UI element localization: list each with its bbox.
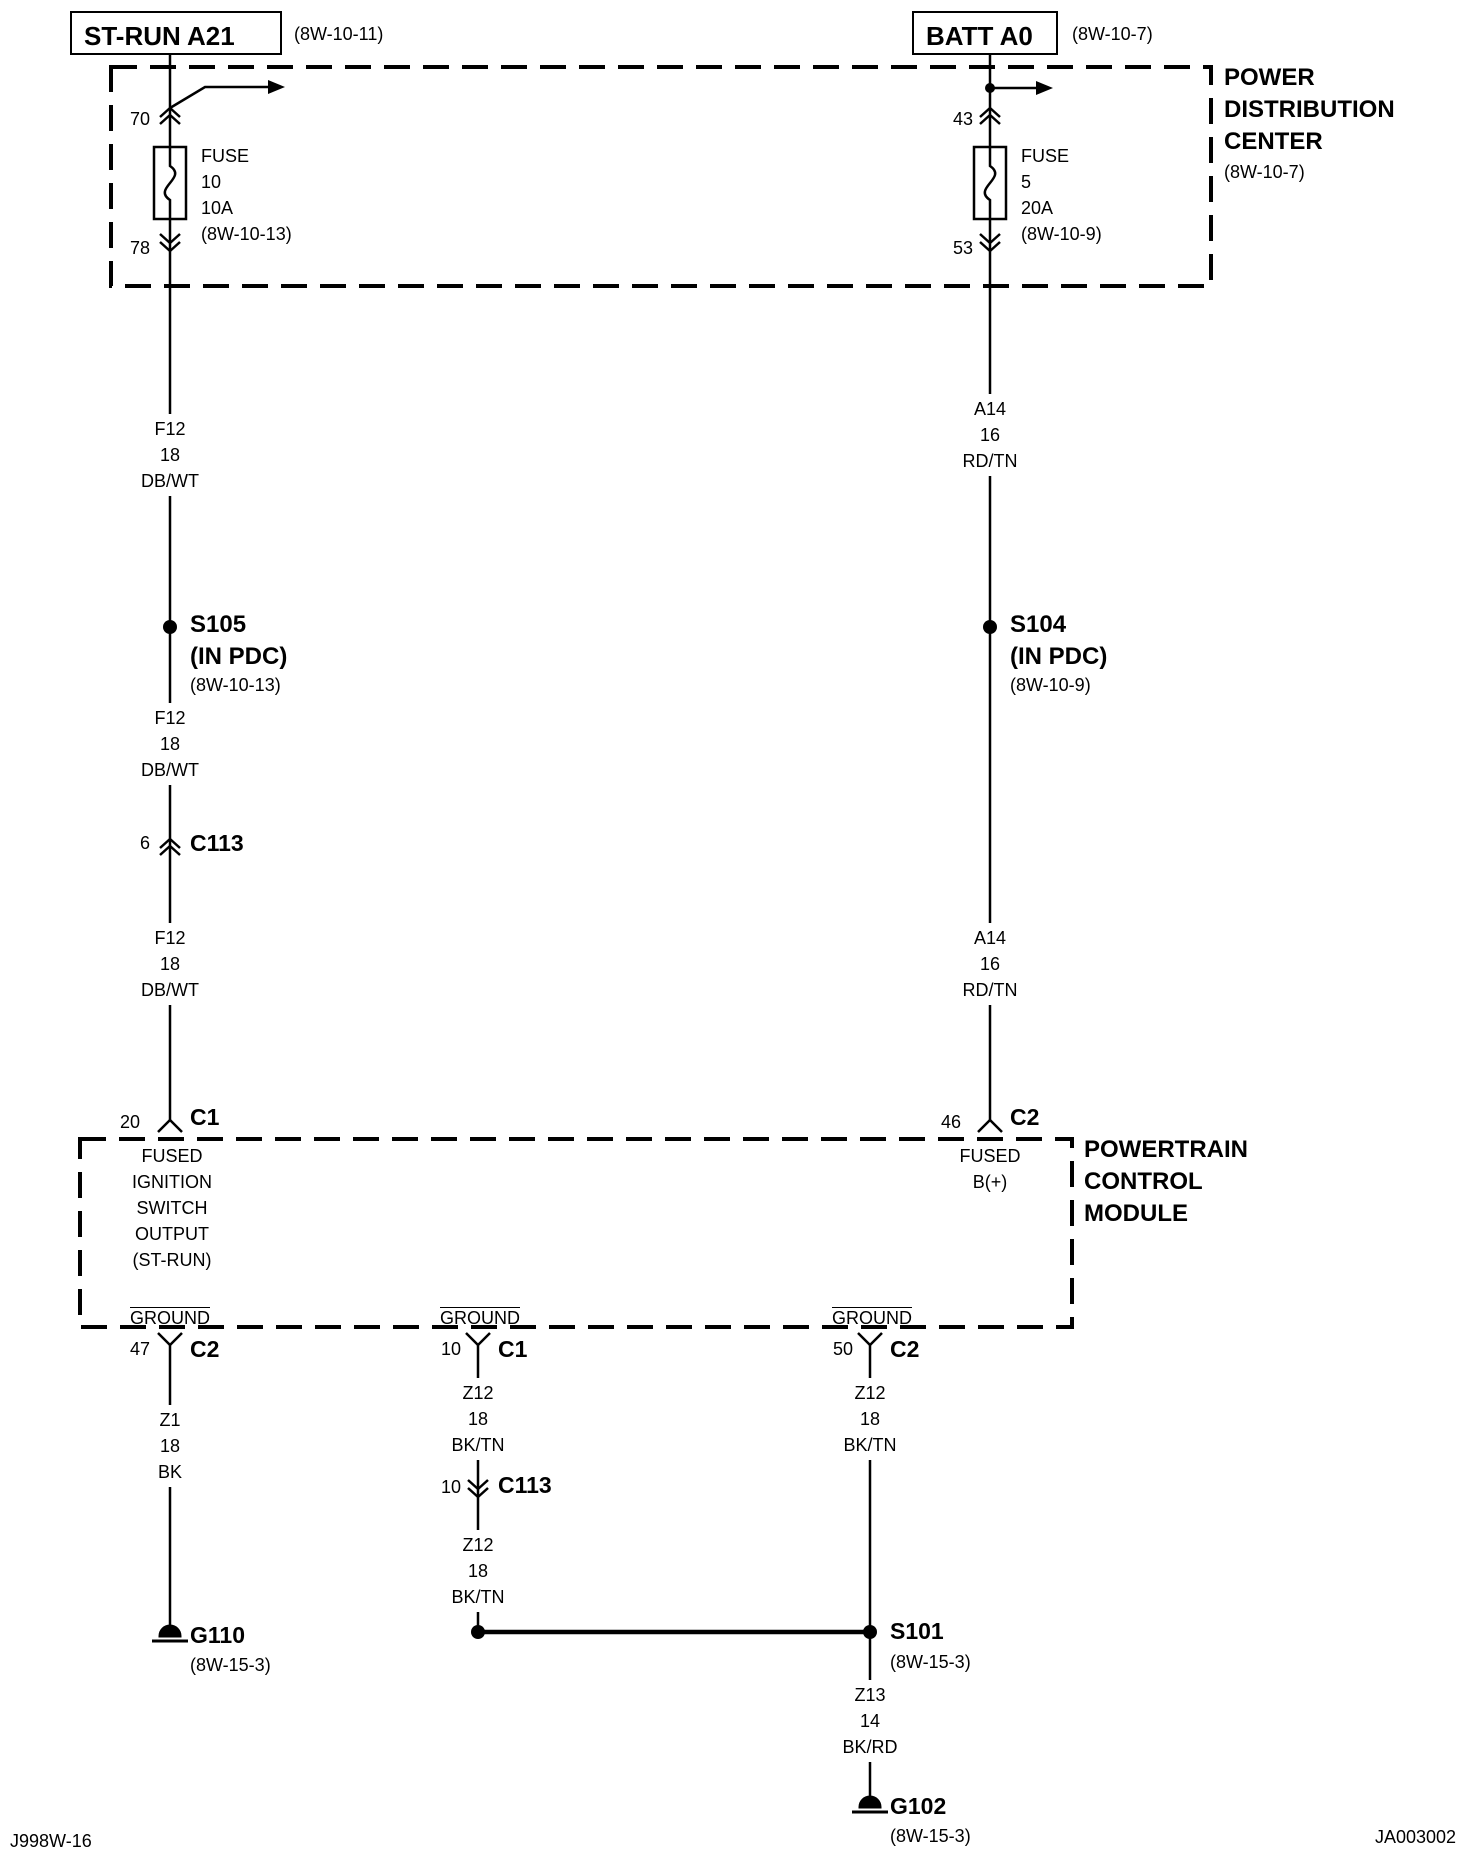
splice-arrow-left bbox=[169, 85, 272, 110]
pcm-ground-pin-47: 47 bbox=[130, 1339, 151, 1359]
fuse-5-pin-in: 43 bbox=[953, 109, 974, 129]
terminal-78 bbox=[159, 233, 181, 245]
source-st-run-ref: (8W-10-11) bbox=[294, 24, 384, 44]
ground-bus-junction bbox=[471, 1625, 485, 1639]
c113-top-pin: 6 bbox=[140, 833, 151, 853]
splice-s105-label: S105(IN PDC) bbox=[190, 611, 288, 670]
pcm-c1-pin-20: 20 bbox=[120, 1112, 141, 1132]
ground-g102-ref: (8W-15-3) bbox=[890, 1826, 971, 1846]
pcm-box bbox=[78, 1137, 1074, 1329]
junction-dot-right bbox=[985, 83, 995, 93]
terminal-c2-46 bbox=[977, 1118, 1003, 1133]
splice-s104-label: S104(IN PDC) bbox=[1010, 611, 1108, 670]
pcm-ground-conn-c1: C1 bbox=[498, 1336, 528, 1362]
ground-g110-symbol bbox=[158, 1624, 182, 1638]
fuse-10-element bbox=[163, 147, 177, 219]
fuse-10-pin-in: 70 bbox=[130, 109, 151, 129]
splice-s101-label: S101 bbox=[890, 1618, 944, 1644]
pcm-ground-pin-50: 50 bbox=[833, 1339, 854, 1359]
terminal-43 bbox=[979, 106, 1001, 118]
fuse-5-pin-out: 53 bbox=[953, 238, 974, 258]
pcm-ground-label-2: GROUND bbox=[440, 1308, 520, 1328]
pcm-ground-conn-c2-a: C2 bbox=[190, 1336, 220, 1362]
footer-right-code: JA003002 bbox=[1375, 1827, 1457, 1847]
pcm-ground-label-1: GROUND bbox=[130, 1308, 210, 1328]
arrowhead-left bbox=[268, 80, 285, 94]
source-batt-ref: (8W-10-7) bbox=[1072, 24, 1153, 44]
ground-g102-label: G102 bbox=[890, 1793, 947, 1819]
splice-s104-dot bbox=[983, 620, 997, 634]
splice-s101-dot bbox=[863, 1625, 877, 1639]
ground-g110-ref: (8W-15-3) bbox=[190, 1655, 271, 1675]
terminal-70 bbox=[159, 106, 181, 118]
terminal-c2-50 bbox=[857, 1332, 883, 1347]
splice-s101-ref: (8W-15-3) bbox=[890, 1652, 971, 1672]
pcm-ground-pin-10: 10 bbox=[441, 1339, 462, 1359]
pdc-ref: (8W-10-7) bbox=[1224, 162, 1305, 182]
source-st-run-box: ST-RUN A21 bbox=[70, 11, 282, 55]
c113-bottom-pin: 10 bbox=[441, 1477, 462, 1497]
terminal-c1-10 bbox=[465, 1332, 491, 1347]
terminal-c113-10 bbox=[467, 1479, 489, 1491]
terminal-c2-47 bbox=[157, 1332, 183, 1347]
ground-g110-label: G110 bbox=[190, 1622, 245, 1648]
arrowhead-right bbox=[1036, 81, 1053, 95]
terminal-c1-20 bbox=[157, 1118, 183, 1133]
footer-left-code: J998W-16 bbox=[10, 1831, 92, 1851]
fuse-10-pin-out: 78 bbox=[130, 238, 151, 258]
c113-top-label: C113 bbox=[190, 830, 244, 856]
pcm-ground-conn-c2-b: C2 bbox=[890, 1336, 920, 1362]
splice-s105-dot bbox=[163, 620, 177, 634]
pdc-box bbox=[109, 65, 1213, 288]
pcm-c2-label: C2 bbox=[1010, 1104, 1040, 1130]
c113-bottom-label: C113 bbox=[498, 1472, 552, 1498]
splice-s105-ref: (8W-10-13) bbox=[190, 675, 281, 695]
fuse-5-element bbox=[983, 147, 997, 219]
pcm-c1-label: C1 bbox=[190, 1104, 220, 1130]
pcm-c2-pin-46: 46 bbox=[941, 1112, 962, 1132]
terminal-c113-6 bbox=[159, 837, 181, 849]
splice-s104-ref: (8W-10-9) bbox=[1010, 675, 1091, 695]
pcm-ground-label-3: GROUND bbox=[832, 1308, 912, 1328]
terminal-53 bbox=[979, 233, 1001, 245]
ground-g102-symbol bbox=[858, 1795, 882, 1809]
source-batt-box: BATT A0 bbox=[912, 11, 1058, 55]
